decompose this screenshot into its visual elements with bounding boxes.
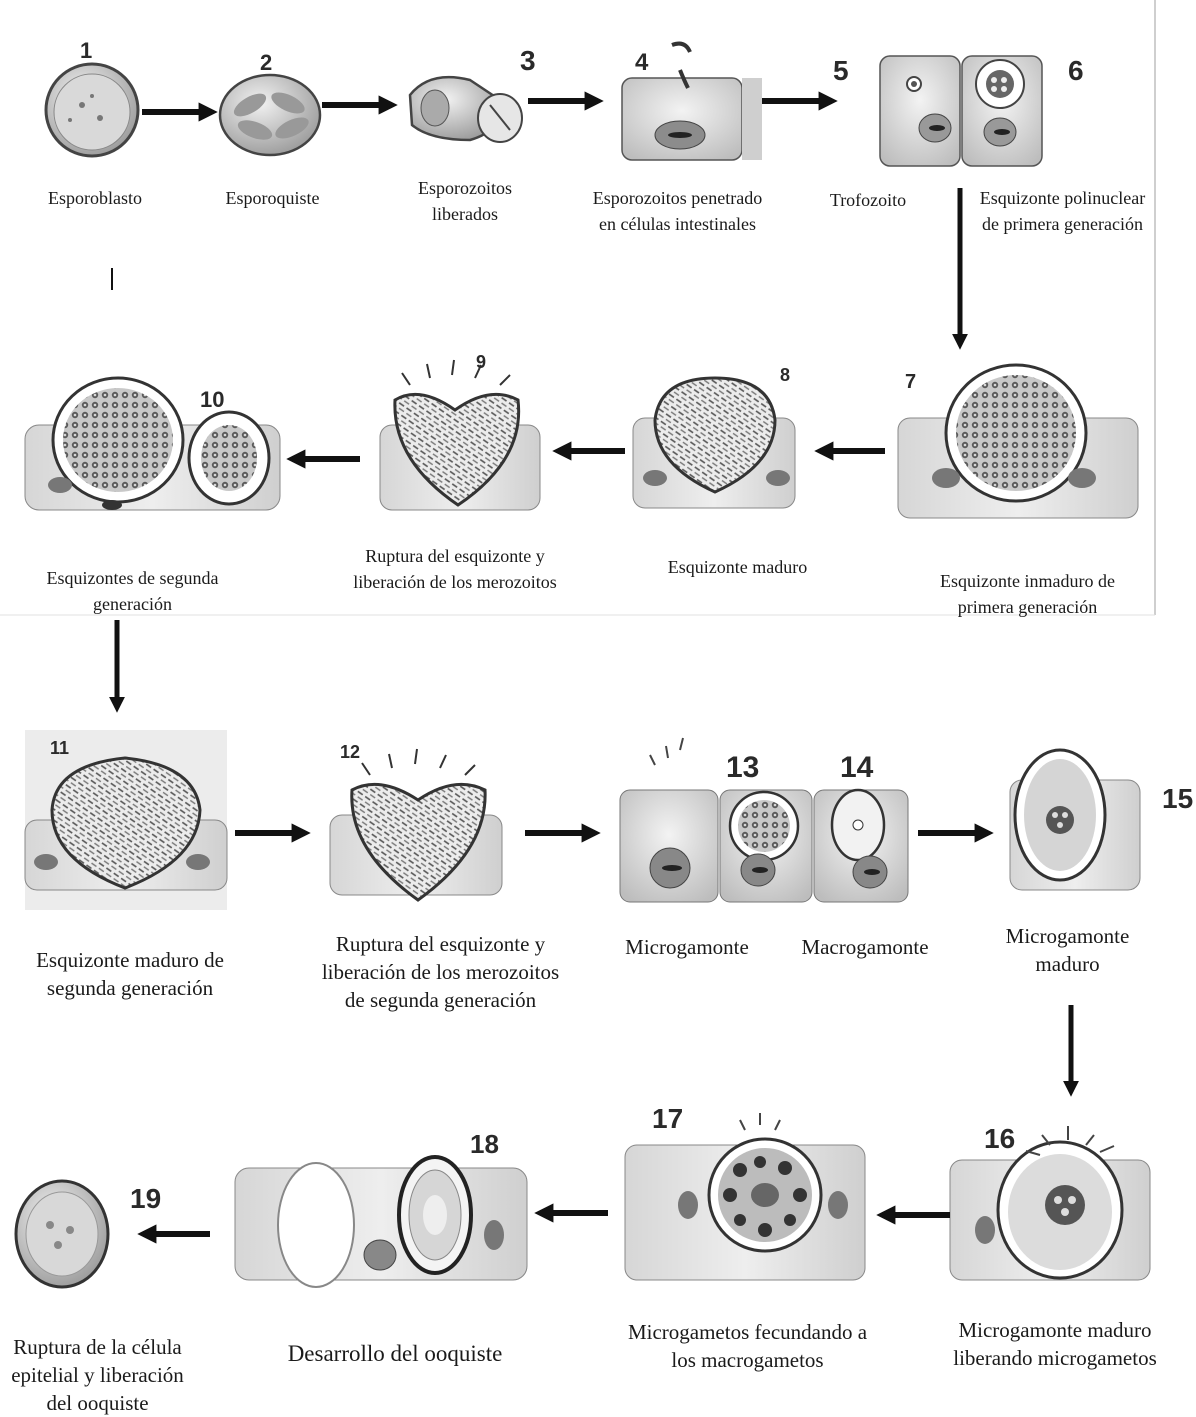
stage-8-number: 8 [780,365,790,385]
stage-4-label: Esporozoitos penetrado en células intest… [585,185,770,237]
stage-12-illustration [330,749,502,900]
stage-18-number: 18 [470,1129,499,1159]
stage-10-label: Esquizontes de segunda generación [25,565,240,617]
stage-2-label: Esporoquiste [205,185,340,211]
stage-13-number: 13 [726,751,759,784]
stage-2-illustration [220,75,320,155]
stage-6-number: 6 [1068,55,1084,86]
stage-3-label: Esporozoitos liberados [395,175,535,227]
stage-15-illustration [1010,750,1140,890]
stage-19-number: 19 [130,1183,161,1214]
stage-17-number: 17 [652,1103,683,1134]
stage-5-label: Trofozoito [808,187,928,213]
stage-7-illustration [898,365,1138,518]
stage-12-number: 12 [340,742,360,762]
stage-1-illustration [46,64,138,156]
stage-7-label: Esquizonte inmaduro de primera generació… [925,568,1130,620]
stage-8-illustration [633,378,795,508]
stage-7-number: 7 [905,371,916,393]
stage-2-number: 2 [260,50,272,75]
stage-16-illustration [950,1126,1150,1280]
stage-9-label: Ruptura del esquizonte y liberación de l… [350,543,560,595]
stage-18-illustration [235,1157,527,1287]
stage-16-label: Microgamonte maduro liberando microgamet… [940,1316,1170,1372]
stage-15-number: 15 [1162,783,1193,814]
stage-5-number: 5 [833,55,849,86]
stage-16-number: 16 [984,1123,1015,1154]
stage-15-label: Microgamonte maduro [990,922,1145,978]
stage-13-label: Microgamonte [612,933,762,961]
stage-17-illustration [625,1113,865,1280]
stage-11-number: 11 [50,738,69,758]
stage-14-number: 14 [840,751,874,784]
stage-14-label: Macrogamonte [790,933,940,961]
stage-12-label: Ruptura del esquizonte y liberación de l… [318,930,563,1014]
stage-4-number: 4 [635,49,649,76]
stage-11-label: Esquizonte maduro de segunda generación [25,946,235,1002]
stage-19-illustration [16,1181,108,1287]
stage-6-label: Esquizonte polinuclear de primera genera… [975,185,1150,237]
stage-3-number: 3 [520,45,536,76]
stage-3-illustration [410,77,522,142]
stage-1-label: Esporoblasto [20,185,170,211]
stage-10-illustration [25,378,280,510]
stage-10-number: 10 [200,387,224,412]
stage-1-number: 1 [80,38,92,63]
stage-9-number: 9 [476,352,486,372]
stage-19-label: Ruptura de la célula epitelial y liberac… [0,1333,195,1417]
stage-9-illustration [380,360,540,510]
stage-17-label: Microgametos fecundando a los macrogamet… [615,1318,880,1374]
stage-8-label: Esquizonte maduro [645,554,830,580]
stage-18-label: Desarrollo del ooquiste [270,1340,520,1368]
stage-5-6-illustration [880,56,1042,166]
